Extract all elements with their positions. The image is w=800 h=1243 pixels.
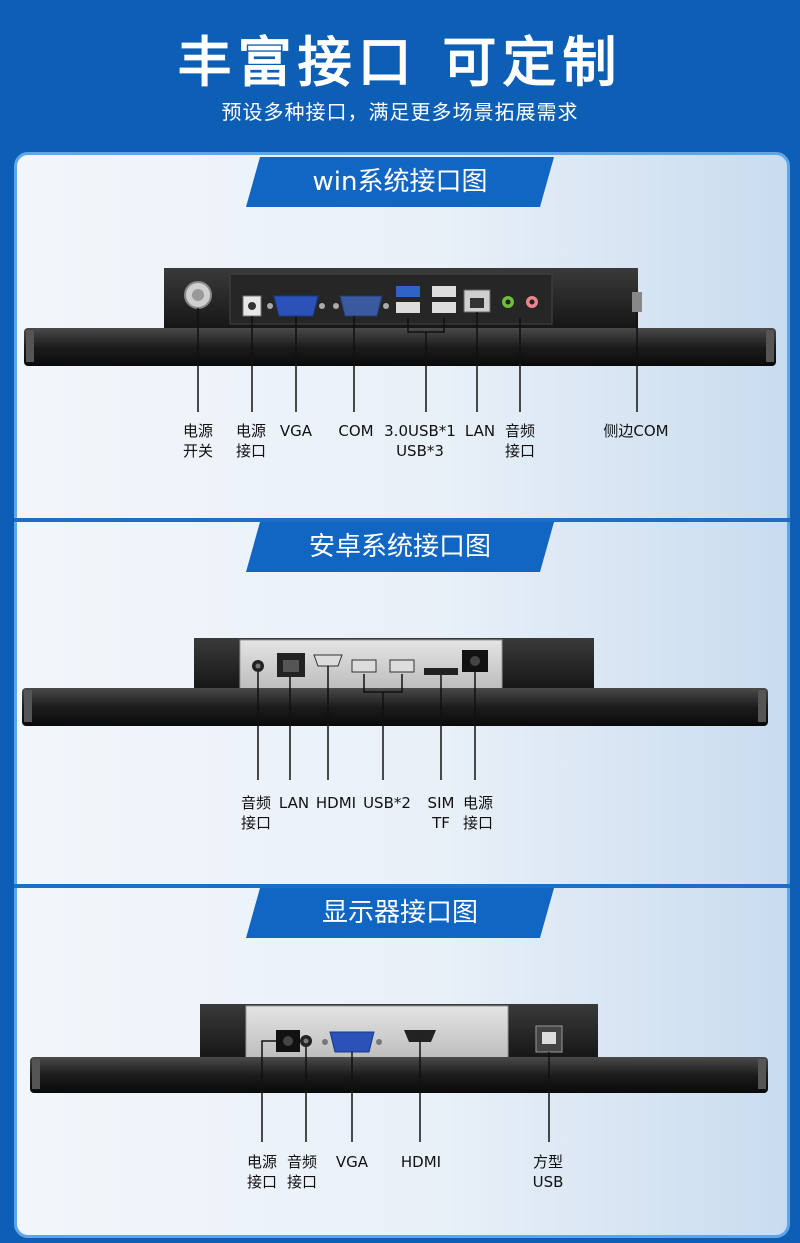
label-side-com: 侧边COM [603, 422, 669, 440]
win-leader-lines [197, 308, 638, 412]
label-lan: LAN [464, 422, 496, 440]
section-divider [14, 884, 790, 888]
label-power-switch: 电源开关 [182, 422, 213, 460]
label-power-port: 电源接口 [462, 794, 493, 832]
label-power-port: 电源接口 [246, 1153, 277, 1191]
label-audio: 音频接口 [504, 422, 535, 460]
label-audio: 音频接口 [240, 794, 271, 832]
page-subtitle: 预设多种接口，满足更多场景拓展需求 [221, 100, 579, 124]
label-lan: LAN [278, 794, 310, 812]
monitor-leader-lines [261, 1040, 550, 1142]
label-vga: VGA [335, 1153, 369, 1171]
label-vga: VGA [279, 422, 313, 440]
android-leader-lines [257, 666, 476, 780]
label-hdmi: HDMI [400, 1153, 442, 1171]
win-device [24, 268, 776, 366]
android-device [22, 638, 768, 726]
section-divider [14, 518, 790, 522]
monitor-device [30, 1004, 768, 1093]
label-com: COM [338, 422, 374, 440]
label-power-port: 电源接口 [235, 422, 266, 460]
label-audio: 音频接口 [286, 1153, 317, 1191]
label-hdmi: HDMI [315, 794, 357, 812]
section-title-android: 安卓系统接口图 [246, 522, 554, 572]
label-usb: USB*2 [363, 794, 411, 812]
section-title-monitor: 显示器接口图 [246, 888, 554, 938]
page-title: 丰富接口 可定制 [177, 31, 623, 94]
section-title-win: win系统接口图 [246, 157, 554, 207]
